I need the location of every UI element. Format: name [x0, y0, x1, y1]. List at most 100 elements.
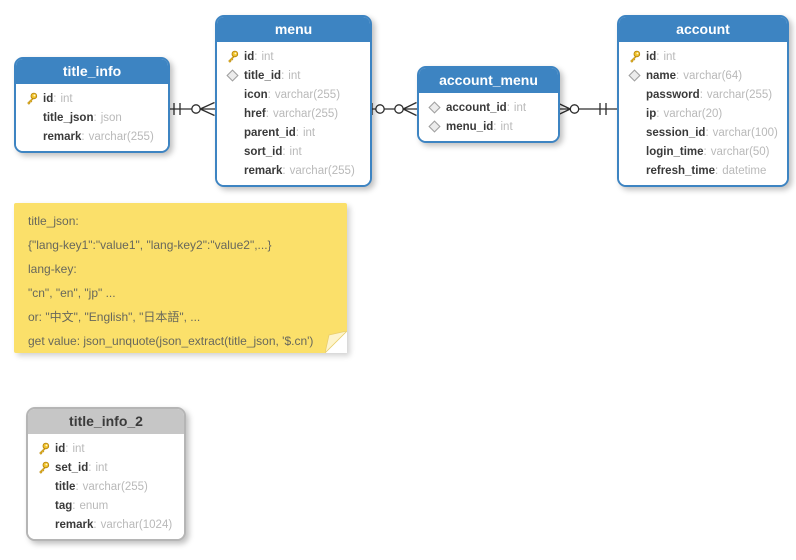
icon-spacer	[627, 126, 641, 140]
foreign-key-icon	[427, 101, 441, 115]
table-body: id int title_id int icon varchar(255) hr…	[217, 42, 370, 185]
icon-spacer	[225, 88, 239, 102]
table-row[interactable]: ip varchar(20)	[619, 104, 787, 123]
field-type: int	[288, 69, 301, 82]
table-row[interactable]: remark varchar(255)	[16, 127, 168, 146]
sticky-note[interactable]: title_json: {"lang-key1":"value1", "lang…	[14, 203, 347, 353]
note-line: "cn", "en", "jp" ...	[28, 286, 116, 300]
field-name: parent_id	[244, 127, 299, 139]
field-name: menu_id	[446, 121, 497, 133]
table-row[interactable]: id int	[619, 47, 787, 66]
field-name: id	[55, 443, 68, 455]
table-header[interactable]: title_info	[16, 59, 168, 84]
field-type: int	[72, 442, 85, 455]
field-name: password	[646, 89, 703, 101]
field-type: int	[663, 50, 676, 63]
table-title_info[interactable]: title_info id int title_json json remark…	[14, 57, 170, 153]
field-type: varchar(255)	[272, 107, 339, 120]
field-type: int	[289, 145, 302, 158]
table-row[interactable]: password varchar(255)	[619, 85, 787, 104]
table-row[interactable]: remark varchar(1024)	[28, 515, 184, 534]
note-line: {"lang-key1":"value1", "lang-key2":"valu…	[28, 238, 272, 252]
table-account[interactable]: account id int name varchar(64) password…	[617, 15, 789, 187]
icon-spacer	[225, 164, 239, 178]
field-type: varchar(20)	[663, 107, 723, 120]
field-type: int	[302, 126, 316, 139]
primary-key-icon	[36, 442, 50, 456]
field-type: int	[60, 92, 73, 105]
icon-spacer	[36, 518, 50, 532]
table-row[interactable]: name varchar(64)	[619, 66, 787, 85]
icon-spacer	[627, 88, 641, 102]
field-type: varchar(255)	[274, 88, 341, 101]
table-row[interactable]: parent_id int	[217, 123, 370, 142]
field-name: account_id	[446, 102, 510, 114]
note-line: title_json:	[28, 214, 79, 228]
field-name: session_id	[646, 127, 709, 139]
icon-spacer	[627, 164, 641, 178]
field-type: varchar(255)	[289, 164, 355, 177]
table-row[interactable]: href varchar(255)	[217, 104, 370, 123]
table-header[interactable]: title_info_2	[28, 409, 184, 434]
icon-spacer	[36, 499, 50, 513]
relationship-account_menu-account[interactable]	[556, 98, 617, 120]
field-name: sort_id	[244, 146, 286, 158]
field-type: varchar(255)	[706, 88, 773, 101]
relationship-title_info-menu[interactable]	[166, 98, 215, 120]
table-row[interactable]: id int	[217, 47, 370, 66]
field-name: title	[55, 481, 79, 493]
icon-spacer	[24, 111, 38, 125]
field-name: id	[646, 51, 659, 63]
note-line: get value: json_unquote(json_extract(tit…	[28, 334, 314, 348]
field-name: remark	[244, 165, 286, 177]
table-header[interactable]: account_menu	[419, 68, 558, 93]
table-row[interactable]: refresh_time datetime	[619, 161, 787, 180]
table-row[interactable]: account_id int	[419, 98, 558, 117]
field-type: enum	[79, 499, 109, 512]
icon-spacer	[24, 130, 38, 144]
icon-spacer	[627, 145, 641, 159]
table-row[interactable]: menu_id int	[419, 117, 558, 136]
field-name: href	[244, 108, 269, 120]
table-row[interactable]: id int	[28, 439, 184, 458]
table-menu[interactable]: menu id int title_id int icon varchar(25…	[215, 15, 372, 187]
table-body: account_id int menu_id int	[419, 93, 558, 141]
table-row[interactable]: login_time varchar(50)	[619, 142, 787, 161]
table-row[interactable]: title_json json	[16, 108, 168, 127]
table-header[interactable]: menu	[217, 17, 370, 42]
table-body: id int set_id int title varchar(255) tag…	[28, 434, 184, 539]
table-body: id int name varchar(64) password varchar…	[619, 42, 787, 185]
field-type: int	[513, 101, 527, 114]
icon-spacer	[225, 126, 239, 140]
field-name: login_time	[646, 146, 707, 158]
table-title_info_2[interactable]: title_info_2 id int set_id int title var…	[26, 407, 186, 541]
table-row[interactable]: sort_id int	[217, 142, 370, 161]
field-name: tag	[55, 500, 75, 512]
table-row[interactable]: title_id int	[217, 66, 370, 85]
field-name: id	[244, 51, 257, 63]
table-row[interactable]: icon varchar(255)	[217, 85, 370, 104]
table-row[interactable]: set_id int	[28, 458, 184, 477]
table-body: id int title_json json remark varchar(25…	[16, 84, 168, 151]
table-row[interactable]: tag enum	[28, 496, 184, 515]
table-account_menu[interactable]: account_menu account_id int menu_id int	[417, 66, 560, 143]
note-line: or: "中文", "English", "日本語", ...	[28, 310, 201, 324]
relationship-menu-account_menu[interactable]	[368, 98, 417, 120]
icon-spacer	[36, 480, 50, 494]
primary-key-icon	[24, 92, 38, 106]
field-name: remark	[55, 519, 97, 531]
table-row[interactable]: session_id varchar(100)	[619, 123, 787, 142]
field-type: varchar(64)	[683, 69, 743, 82]
table-row[interactable]: title varchar(255)	[28, 477, 184, 496]
field-type: int	[261, 50, 274, 63]
icon-spacer	[627, 107, 641, 121]
table-header[interactable]: account	[619, 17, 787, 42]
foreign-key-icon	[627, 69, 641, 83]
table-row[interactable]: id int	[16, 89, 168, 108]
field-name: icon	[244, 89, 271, 101]
field-name: remark	[43, 131, 85, 143]
field-name: id	[43, 93, 56, 105]
field-type: int	[500, 120, 513, 133]
table-row[interactable]: remark varchar(255)	[217, 161, 370, 180]
